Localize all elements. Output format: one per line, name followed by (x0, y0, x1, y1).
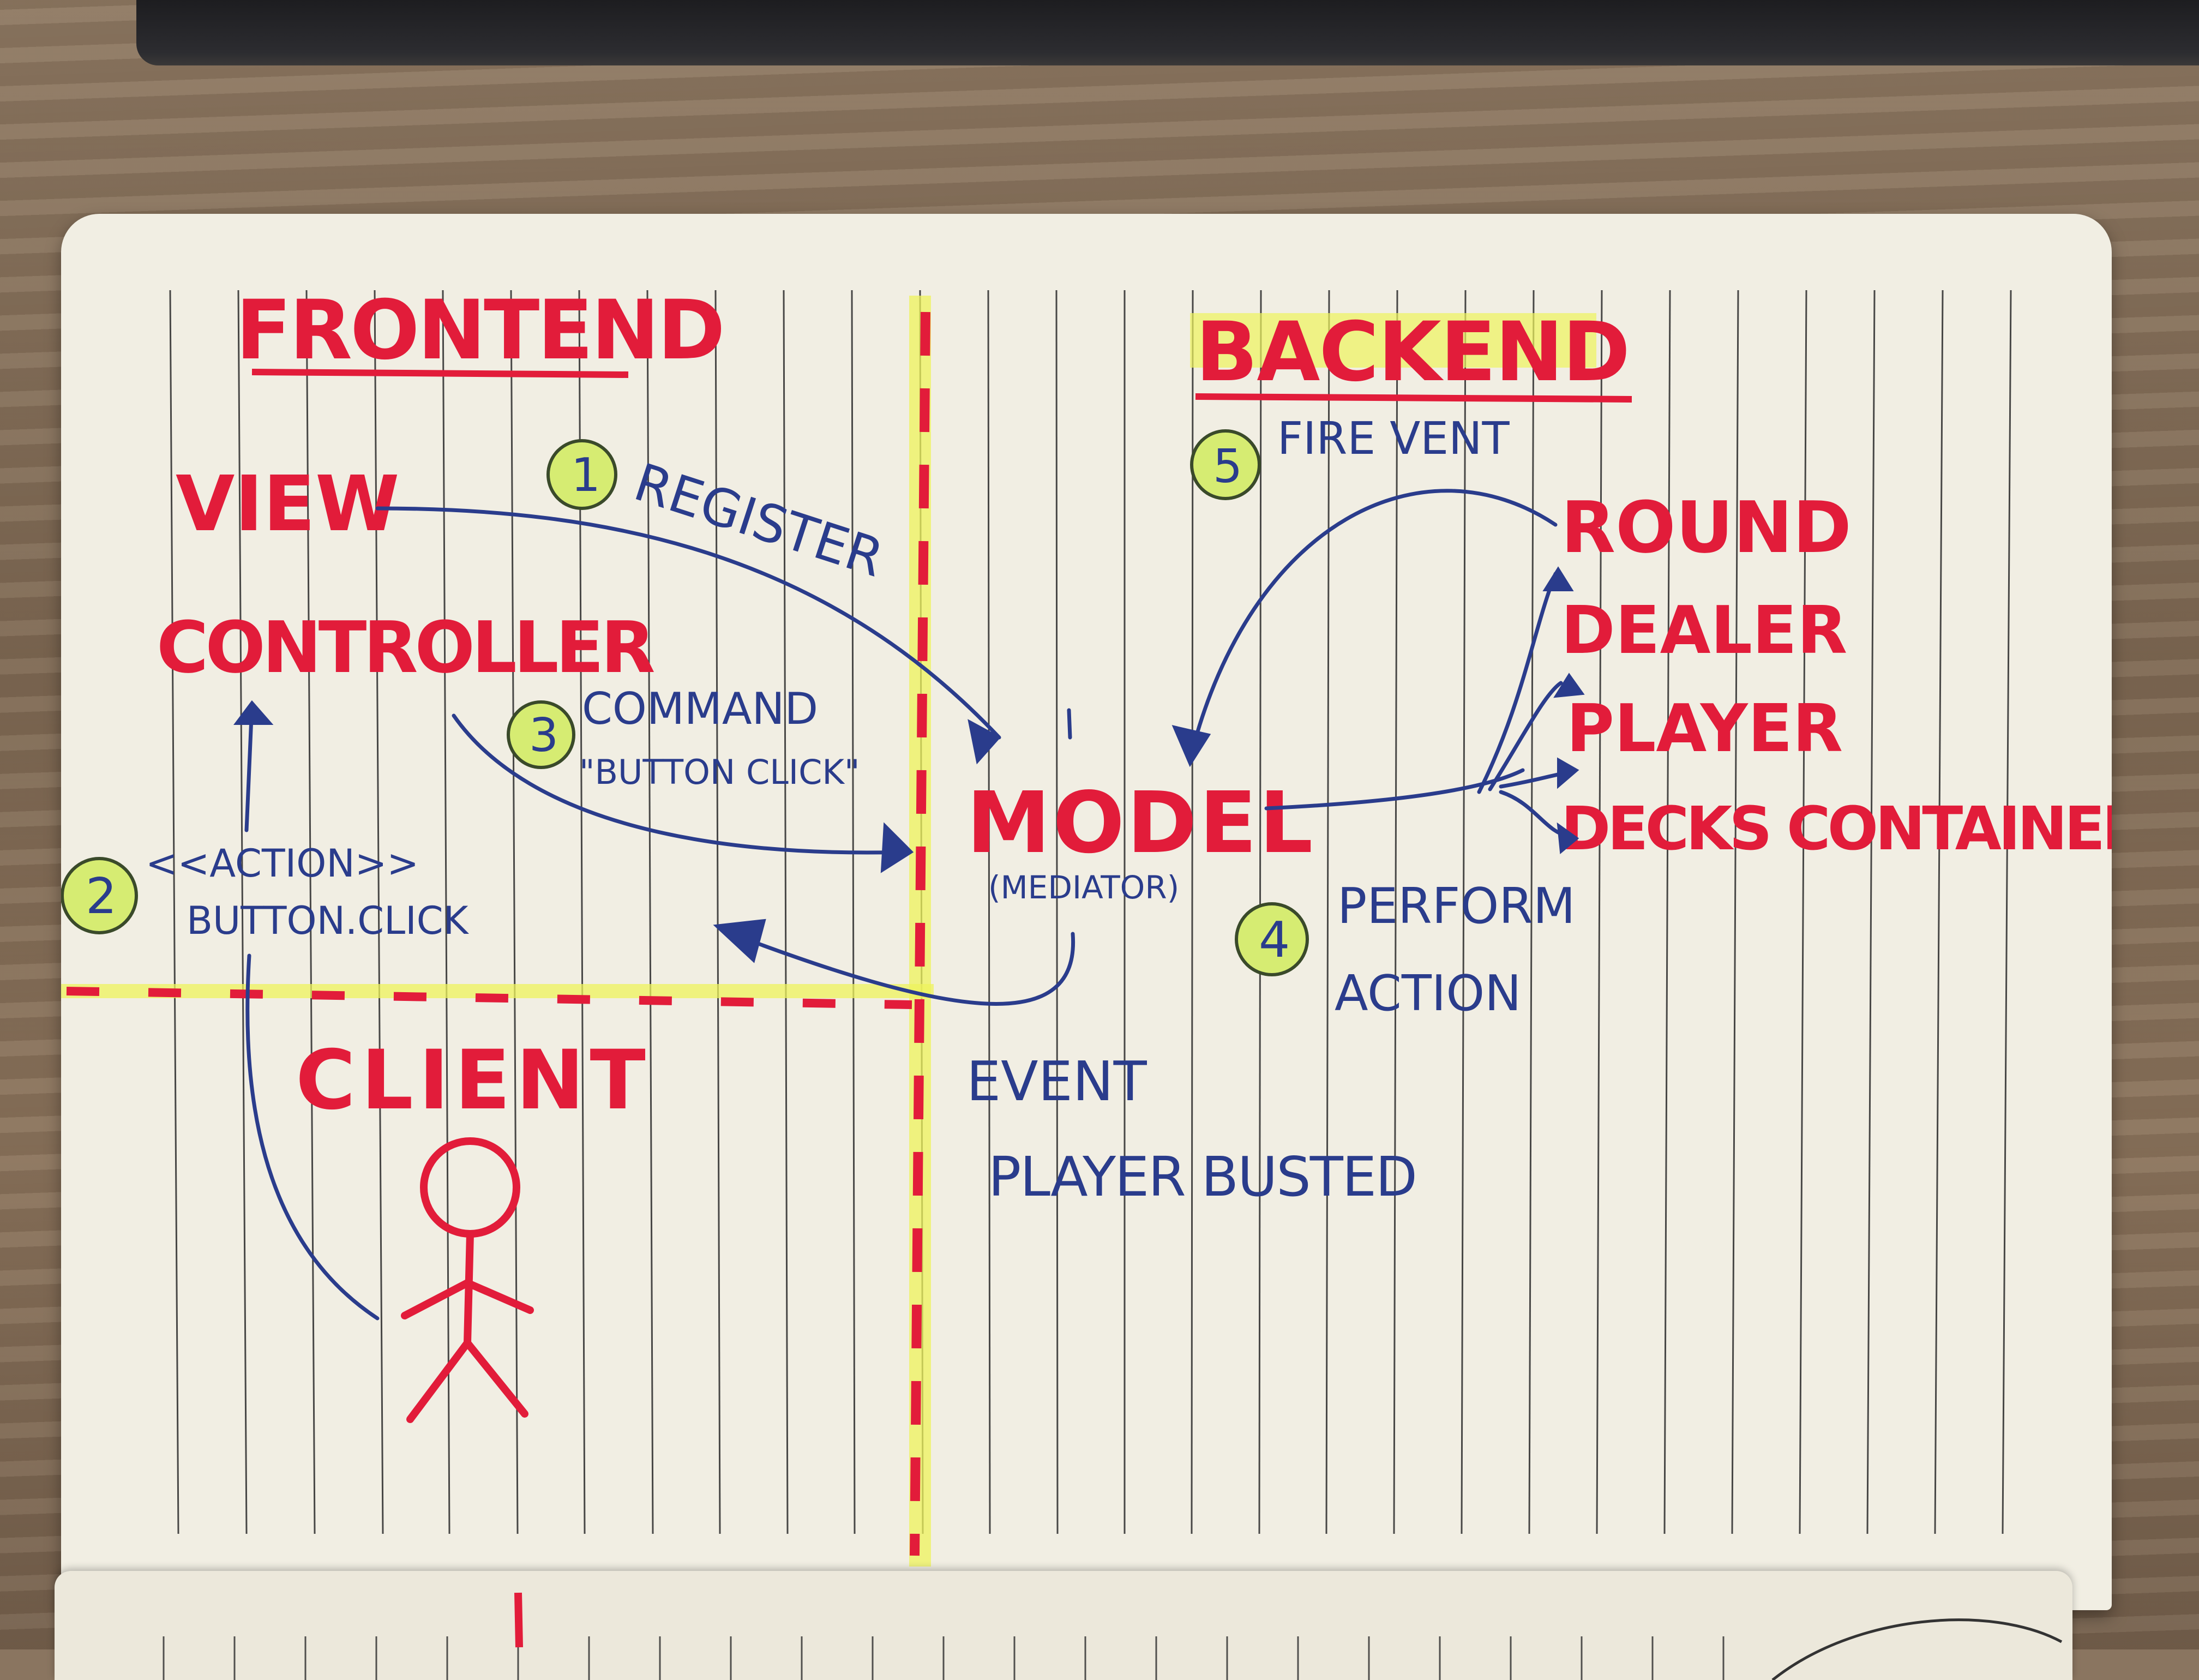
step-3-badge (507, 700, 575, 769)
decks-container-node: DECKS CONTAINER (1561, 794, 2112, 863)
connector-arrows (244, 489, 1569, 1321)
branch-to-round (1477, 572, 1558, 794)
step-4-line-2: ACTION (1335, 965, 1522, 1022)
vertical-divider (910, 311, 930, 1556)
next-page-rules (163, 1592, 2063, 1680)
dealer-node: DEALER (1561, 593, 1847, 669)
controller-node: CONTROLLER (157, 606, 654, 689)
arrow-controller-to-model (452, 713, 909, 855)
step-5-number: 5 (1213, 440, 1242, 494)
arrow-action-to-controller (244, 703, 254, 832)
notebook-sketch: FRONTEND BACKEND CLIENT VIEW CONTROLLER … (61, 283, 2112, 1567)
frontend-header: FRONTEND (236, 283, 723, 378)
step-2-number: 2 (86, 868, 117, 925)
step-2-line-2: BUTTON.CLICK (187, 898, 470, 943)
next-notebook-page (55, 1571, 2072, 1680)
model-node: MODEL (966, 773, 1315, 872)
branch-to-decks (1499, 790, 1569, 838)
step-5-label: FIRE VENT (1277, 413, 1510, 465)
horizontal-divider (66, 987, 912, 1009)
step-4-line-1: PERFORM (1337, 878, 1575, 935)
arrow-round-to-model (1188, 489, 1558, 761)
arrow-client-to-action (245, 953, 380, 1321)
step-2-badge (61, 857, 138, 934)
laptop-edge (136, 0, 2199, 65)
backend-underline (1195, 393, 1632, 403)
view-node: VIEW (176, 460, 400, 549)
notebook-page: FRONTEND BACKEND CLIENT VIEW CONTROLLER … (61, 214, 2112, 1610)
backend-header-highlight (1190, 313, 1596, 368)
step-1-label: REGISTER (627, 452, 891, 589)
step-4-number: 4 (1259, 911, 1290, 969)
step-1-number: 1 (571, 448, 600, 502)
step-3-line-2: "BUTTON CLICK" (579, 752, 860, 792)
event-title: EVENT (966, 1049, 1147, 1113)
ruled-lines (169, 290, 2012, 1534)
step-3-line-1: COMMAND (582, 683, 818, 734)
step-3-number: 3 (529, 709, 558, 763)
step-5-badge (1190, 429, 1261, 500)
event-name: PLAYER BUSTED (988, 1145, 1416, 1209)
frontend-underline (251, 369, 629, 378)
model-tick (1067, 708, 1072, 740)
client-header: CLIENT (296, 1033, 651, 1128)
backend-header: BACKEND (1195, 305, 1629, 400)
arrow-model-event-to-view (730, 932, 1076, 1006)
round-node: ROUND (1561, 486, 1852, 569)
step-4-badge (1235, 902, 1309, 976)
arrow-view-to-model (375, 506, 1001, 740)
client-stick-figure-icon (401, 1137, 534, 1423)
arrow-heads (233, 566, 1585, 963)
branch-to-dealer (1488, 681, 1563, 791)
model-subtitle: (MEDIATOR) (988, 869, 1179, 906)
arrow-model-to-backend (1264, 768, 1525, 811)
player-node: PLAYER (1566, 691, 1843, 767)
step-2-line-1: <<ACTION>> (146, 841, 419, 886)
step-1-badge (546, 439, 617, 510)
